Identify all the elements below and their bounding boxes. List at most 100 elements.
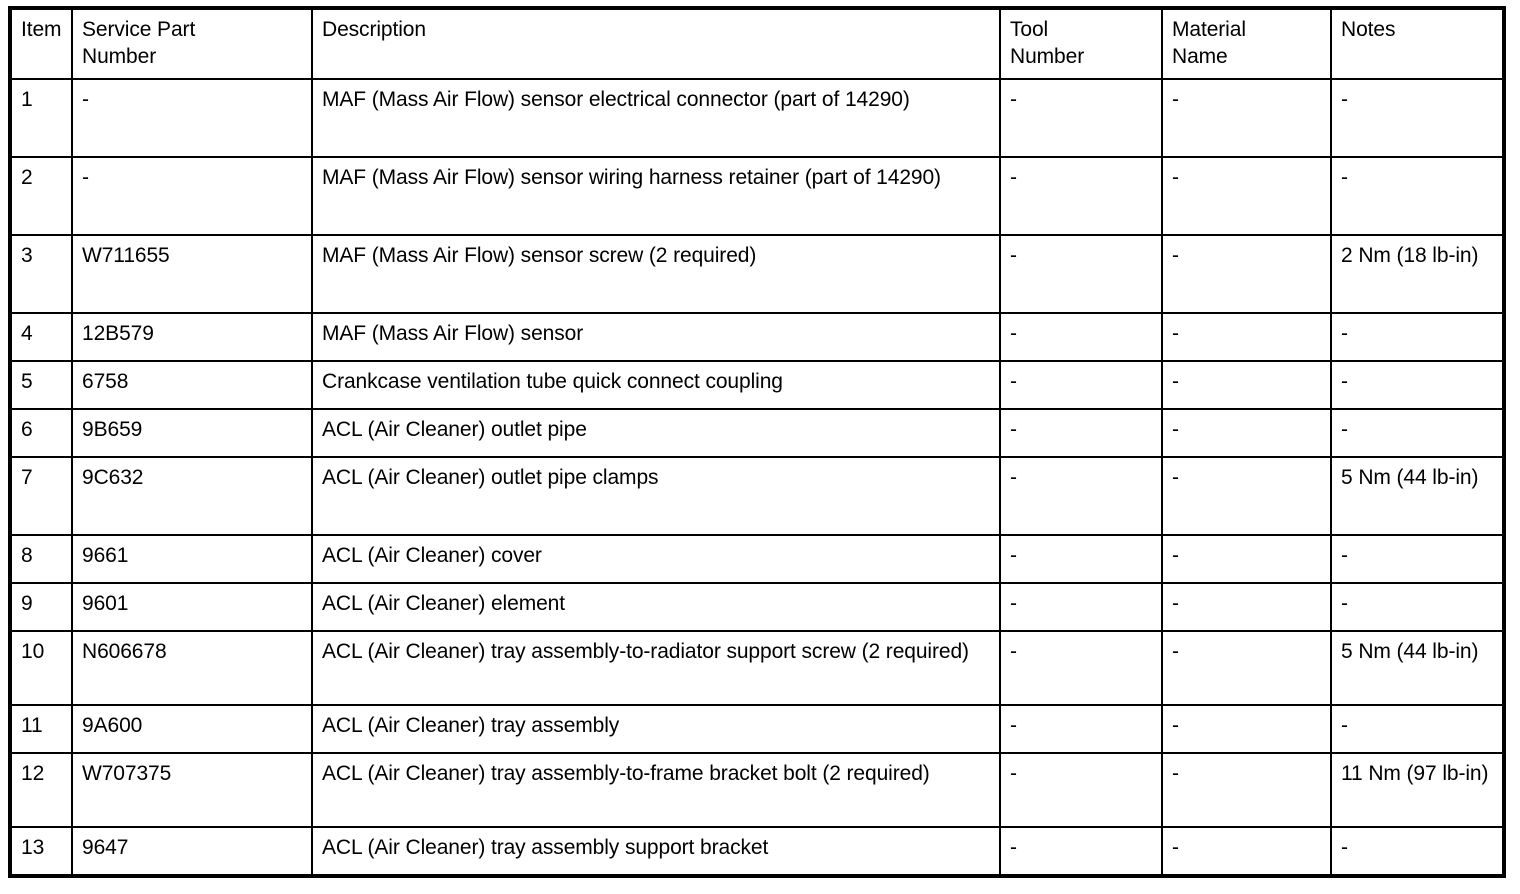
cell-material-name: - — [1161, 233, 1332, 314]
cell-notes: 5 Nm (44 lb-in) — [1330, 455, 1505, 536]
cell-tool-number: - — [999, 311, 1163, 362]
parts-table-container: Item Service Part Number Description Too… — [8, 6, 1506, 878]
cell-tool-number: - — [999, 77, 1163, 158]
column-header-description: Description — [311, 7, 1001, 80]
cell-notes: - — [1330, 77, 1505, 158]
cell-material-name: - — [1161, 581, 1332, 632]
cell-service-part-number: 9647 — [71, 825, 313, 877]
cell-description: ACL (Air Cleaner) cover — [311, 533, 1001, 584]
cell-item: 5 — [9, 359, 73, 410]
cell-item: 9 — [9, 581, 73, 632]
column-header-service-part-number-line2: Number — [82, 44, 157, 68]
cell-tool-number: - — [999, 751, 1163, 828]
cell-tool-number: - — [999, 629, 1163, 706]
column-header-notes: Notes — [1330, 7, 1505, 80]
cell-item: 10 — [9, 629, 73, 706]
cell-tool-number: - — [999, 581, 1163, 632]
cell-tool-number: - — [999, 825, 1163, 877]
cell-description: ACL (Air Cleaner) tray assembly-to-radia… — [311, 629, 1001, 706]
cell-service-part-number: 6758 — [71, 359, 313, 410]
column-header-material-name: Material Name — [1161, 7, 1332, 80]
cell-tool-number: - — [999, 455, 1163, 536]
cell-item: 7 — [9, 455, 73, 536]
cell-tool-number: - — [999, 407, 1163, 458]
column-header-service-part-number-line1: Service Part — [82, 18, 196, 41]
cell-description: ACL (Air Cleaner) tray assembly-to-frame… — [311, 751, 1001, 828]
cell-service-part-number: 9601 — [71, 581, 313, 632]
cell-service-part-number: - — [71, 155, 313, 236]
table-header: Item Service Part Number Description Too… — [9, 7, 1505, 80]
cell-description: ACL (Air Cleaner) outlet pipe clamps — [311, 455, 1001, 536]
service-parts-table: Item Service Part Number Description Too… — [8, 6, 1506, 878]
cell-item: 2 — [9, 155, 73, 236]
table-body: 1-MAF (Mass Air Flow) sensor electrical … — [9, 77, 1505, 877]
cell-tool-number: - — [999, 703, 1163, 754]
cell-tool-number: - — [999, 533, 1163, 584]
cell-notes: - — [1330, 581, 1505, 632]
cell-description: ACL (Air Cleaner) tray assembly support … — [311, 825, 1001, 877]
cell-service-part-number: N606678 — [71, 629, 313, 706]
cell-item: 3 — [9, 233, 73, 314]
column-header-service-part-number: Service Part Number — [71, 7, 313, 80]
cell-tool-number: - — [999, 359, 1163, 410]
cell-item: 1 — [9, 77, 73, 158]
cell-service-part-number: 9C632 — [71, 455, 313, 536]
cell-service-part-number: W711655 — [71, 233, 313, 314]
cell-item: 11 — [9, 703, 73, 754]
cell-tool-number: - — [999, 233, 1163, 314]
cell-service-part-number: 9661 — [71, 533, 313, 584]
column-header-tool-number-line2: Number — [1010, 44, 1085, 68]
cell-description: ACL (Air Cleaner) outlet pipe — [311, 407, 1001, 458]
cell-notes: - — [1330, 533, 1505, 584]
column-header-tool-number: Tool Number — [999, 7, 1163, 80]
cell-service-part-number: 12B579 — [71, 311, 313, 362]
cell-tool-number: - — [999, 155, 1163, 236]
column-header-material-name-line1: Material — [1172, 18, 1246, 41]
cell-description: MAF (Mass Air Flow) sensor electrical co… — [311, 77, 1001, 158]
cell-description: MAF (Mass Air Flow) sensor screw (2 requ… — [311, 233, 1001, 314]
cell-notes: 11 Nm (97 lb-in) — [1330, 751, 1505, 828]
cell-material-name: - — [1161, 703, 1332, 754]
table-row: 2-MAF (Mass Air Flow) sensor wiring harn… — [9, 155, 1505, 236]
cell-material-name: - — [1161, 533, 1332, 584]
header-row: Item Service Part Number Description Too… — [9, 7, 1505, 80]
column-header-item: Item — [9, 7, 73, 80]
cell-notes: - — [1330, 825, 1505, 877]
cell-description: ACL (Air Cleaner) tray assembly — [311, 703, 1001, 754]
cell-item: 6 — [9, 407, 73, 458]
cell-service-part-number: 9B659 — [71, 407, 313, 458]
cell-item: 8 — [9, 533, 73, 584]
cell-notes: - — [1330, 703, 1505, 754]
cell-notes: - — [1330, 359, 1505, 410]
table-row: 1-MAF (Mass Air Flow) sensor electrical … — [9, 77, 1505, 158]
cell-item: 13 — [9, 825, 73, 877]
cell-material-name: - — [1161, 455, 1332, 536]
cell-material-name: - — [1161, 751, 1332, 828]
cell-description: Crankcase ventilation tube quick connect… — [311, 359, 1001, 410]
cell-description: ACL (Air Cleaner) element — [311, 581, 1001, 632]
cell-material-name: - — [1161, 77, 1332, 158]
column-header-material-name-line2: Name — [1172, 44, 1228, 68]
cell-material-name: - — [1161, 311, 1332, 362]
cell-service-part-number: W707375 — [71, 751, 313, 828]
cell-material-name: - — [1161, 407, 1332, 458]
cell-service-part-number: 9A600 — [71, 703, 313, 754]
cell-item: 4 — [9, 311, 73, 362]
cell-material-name: - — [1161, 825, 1332, 877]
column-header-tool-number-line1: Tool — [1010, 18, 1049, 41]
cell-material-name: - — [1161, 359, 1332, 410]
cell-notes: - — [1330, 407, 1505, 458]
cell-notes: - — [1330, 311, 1505, 362]
cell-item: 12 — [9, 751, 73, 828]
cell-description: MAF (Mass Air Flow) sensor — [311, 311, 1001, 362]
